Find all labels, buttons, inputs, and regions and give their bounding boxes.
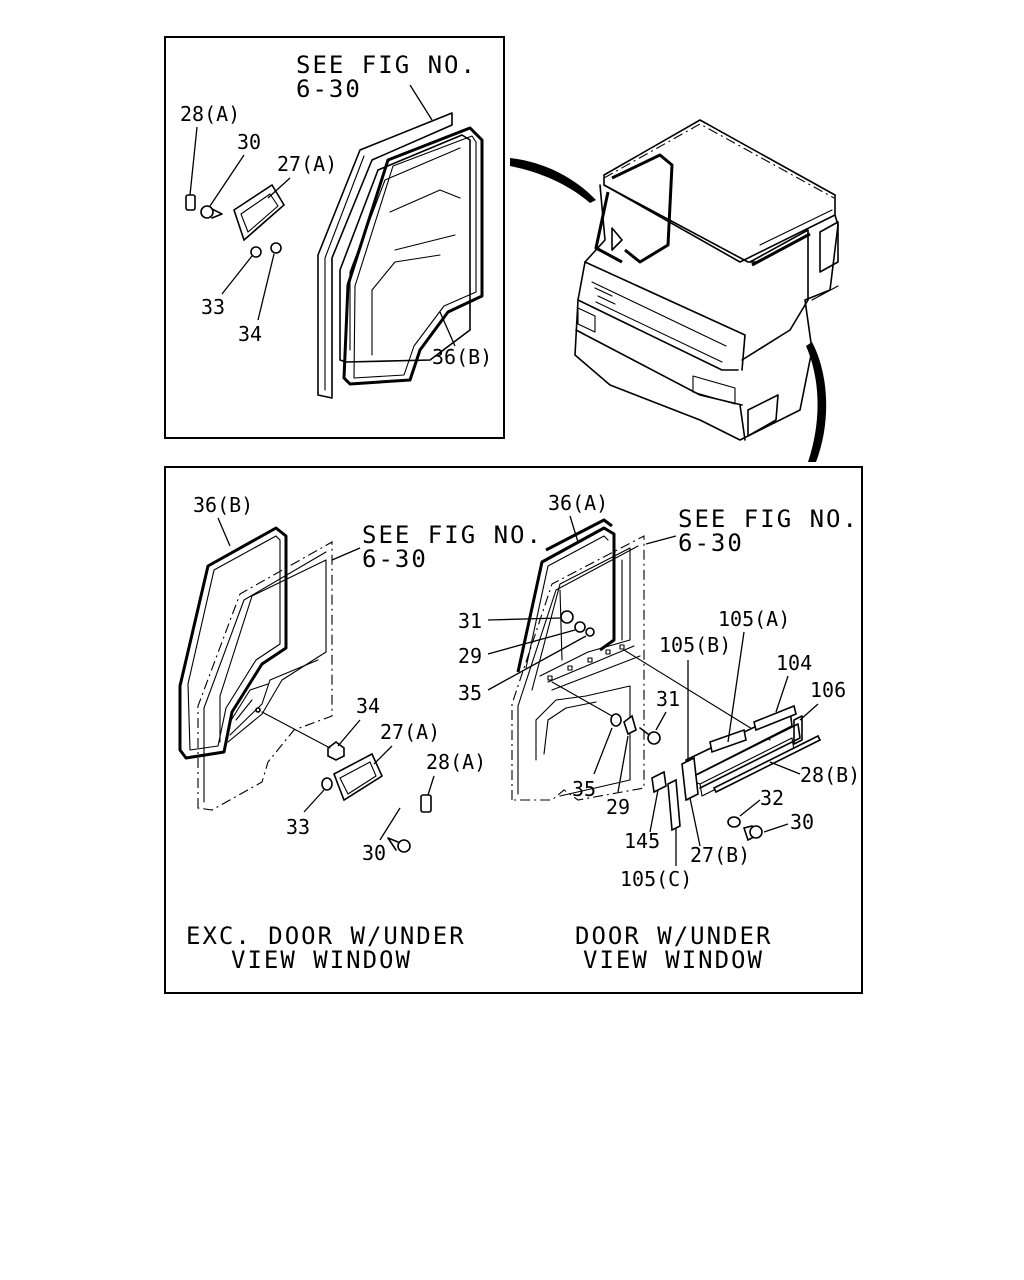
right-part-105b-bracket xyxy=(681,756,699,802)
left-part-34-nut xyxy=(327,741,345,761)
bottom-panel: 36(B) SEE FIG NO. 6-30 xyxy=(164,466,863,994)
top-label-34: 34 xyxy=(238,322,262,346)
truck-cab-illustration xyxy=(574,119,839,441)
right-label-145: 145 xyxy=(624,829,660,853)
right-label-29: 29 xyxy=(606,795,630,819)
left-label-30: 30 xyxy=(362,841,386,865)
right-label-31: 31 xyxy=(656,687,680,711)
top-part-30-screw xyxy=(200,205,223,219)
left-part-28a-clip xyxy=(420,794,432,813)
right-part-28b-strip xyxy=(712,734,822,794)
right-label-36a: 36(A) xyxy=(548,491,608,515)
right-caption-line1: DOOR W/UNDER xyxy=(575,922,772,950)
top-see-fig-line1: SEE FIG NO. xyxy=(296,51,477,79)
left-part-30-screw xyxy=(387,837,411,853)
top-see-fig-line2: 6-30 xyxy=(296,75,362,103)
right-part-31-bolt-upper xyxy=(560,610,574,624)
right-label-27b: 27(B) xyxy=(690,843,750,867)
top-label-28a: 28(A) xyxy=(180,102,240,126)
right-label-35-upper: 35 xyxy=(458,681,482,705)
right-part-145-clip xyxy=(651,770,667,794)
top-inset-panel: SEE FIG NO. 6-30 28(A) xyxy=(164,36,505,439)
right-label-105c: 105(C) xyxy=(620,867,692,891)
top-weatherstrip-36b xyxy=(342,126,484,386)
top-door-frame xyxy=(317,112,471,399)
right-part-35-nut xyxy=(610,713,622,727)
right-part-104-strip xyxy=(753,704,797,732)
right-label-29-upper: 29 xyxy=(458,644,482,668)
left-caption-line1: EXC. DOOR W/UNDER xyxy=(186,922,466,950)
left-weatherstrip-36b xyxy=(178,526,288,760)
arrow-to-top-panel xyxy=(510,158,596,203)
left-caption-line2: VIEW WINDOW xyxy=(231,946,412,974)
left-label-34: 34 xyxy=(356,694,380,718)
left-part-27a-cover xyxy=(332,752,384,802)
right-label-32: 32 xyxy=(760,786,784,810)
left-door-frame xyxy=(197,541,333,811)
top-part-28a-clip xyxy=(185,194,196,211)
top-label-30: 30 xyxy=(237,130,261,154)
top-panel-frame xyxy=(164,36,505,439)
right-part-105c-bracket xyxy=(667,778,681,832)
left-part-33-cap xyxy=(321,777,333,791)
right-label-105a: 105(A) xyxy=(718,607,790,631)
right-label-106: 106 xyxy=(810,678,846,702)
right-caption-line2: VIEW WINDOW xyxy=(583,946,764,974)
top-label-36b: 36(B) xyxy=(432,345,492,369)
left-variant: 36(B) SEE FIG NO. 6-30 xyxy=(178,493,543,974)
right-part-29-grommet-upper xyxy=(574,621,595,637)
left-label-28a: 28(A) xyxy=(426,750,486,774)
left-label-33: 33 xyxy=(286,815,310,839)
top-see-fig-leader xyxy=(409,84,433,121)
right-door-frame xyxy=(511,535,645,801)
right-weatherstrip-36a xyxy=(516,526,616,673)
left-see-fig-line2: 6-30 xyxy=(362,545,428,573)
right-variant: 36(A) SEE FIG NO. 6-30 xyxy=(458,491,860,974)
right-label-104: 104 xyxy=(776,651,812,675)
top-label-33: 33 xyxy=(201,295,225,319)
right-label-105b: 105(B) xyxy=(659,633,731,657)
callout-arrows xyxy=(510,158,827,462)
right-label-28b: 28(B) xyxy=(800,763,860,787)
right-see-fig-line1: SEE FIG NO. xyxy=(678,505,859,533)
left-see-fig-line1: SEE FIG NO. xyxy=(362,521,543,549)
top-part-27a-cover xyxy=(233,183,286,242)
right-see-fig-line2: 6-30 xyxy=(678,529,744,557)
right-part-31-bolt xyxy=(639,727,661,745)
bottom-panel-frame xyxy=(164,466,863,994)
right-label-35: 35 xyxy=(572,777,596,801)
right-part-106-seal xyxy=(793,715,803,745)
left-label-27a: 27(A) xyxy=(380,720,440,744)
right-part-32-washer xyxy=(727,816,741,828)
right-label-31-upper: 31 xyxy=(458,609,482,633)
left-label-36b: 36(B) xyxy=(193,493,253,517)
top-part-33-cap xyxy=(250,246,262,258)
top-label-27a: 27(A) xyxy=(277,152,337,176)
arrow-to-bottom-panel xyxy=(806,342,827,462)
right-part-29-grommet xyxy=(623,714,637,736)
right-part-30-screw xyxy=(742,825,763,842)
top-part-34-nut xyxy=(270,242,282,254)
right-label-30: 30 xyxy=(790,810,814,834)
